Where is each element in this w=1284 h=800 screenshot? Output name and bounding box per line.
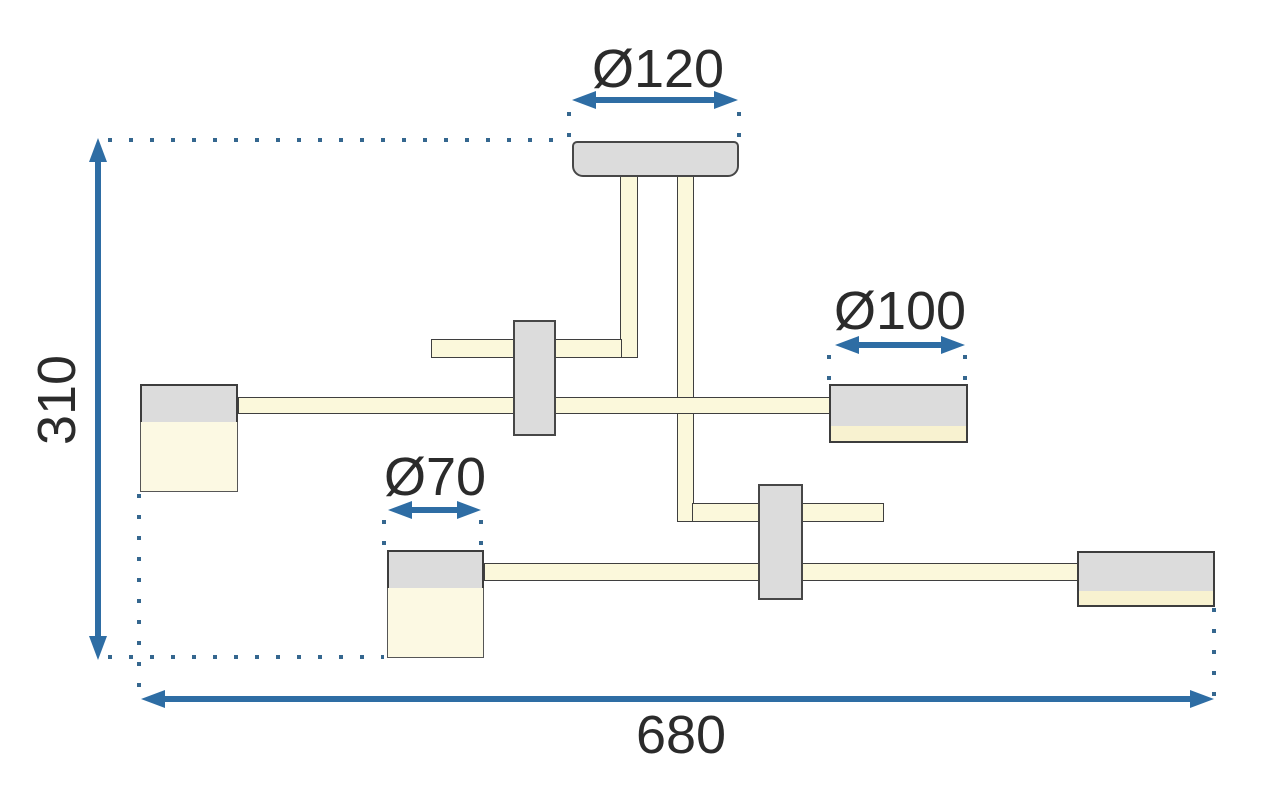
- dim-label-shade100: Ø100: [833, 281, 967, 341]
- dim-arrow-shade100: [835, 336, 965, 354]
- shade-lower-left: [386, 549, 484, 658]
- guide-shade70-right: [479, 520, 483, 552]
- upper-connector-block: [513, 320, 556, 436]
- guide-bottom-horizontal: [108, 655, 384, 659]
- guide-top-horizontal: [108, 138, 570, 142]
- guide-canopy-right: [737, 112, 741, 142]
- dim-arrow-width: [141, 690, 1214, 708]
- dim-arrow-height: [89, 138, 107, 660]
- dim-arrow-canopy: [572, 91, 738, 109]
- shade-upper-left: [139, 383, 238, 492]
- shade-lower-right-glow: [1079, 591, 1213, 605]
- shade-upper-right-glow: [831, 426, 966, 441]
- ceiling-canopy: [572, 141, 739, 177]
- dim-label-height: 310: [27, 354, 87, 446]
- shade-upper-right: [829, 384, 968, 443]
- shade-upper-left-cap: [139, 383, 238, 422]
- dim-label-shade70: Ø70: [383, 447, 487, 507]
- guide-right-vertical: [1212, 608, 1216, 704]
- dim-label-width: 680: [635, 705, 727, 765]
- down-rod-left: [620, 174, 638, 358]
- dim-label-canopy: Ø120: [591, 39, 725, 99]
- dim-arrow-shade70: [388, 501, 481, 519]
- guide-shade100-right: [963, 355, 967, 385]
- down-rod-right: [677, 174, 694, 522]
- shade-lower-right: [1077, 551, 1215, 607]
- guide-left-vertical: [137, 494, 141, 700]
- guide-shade70-left: [382, 520, 386, 552]
- guide-shade100-left: [827, 355, 831, 385]
- lower-connector-block: [758, 484, 803, 600]
- shade-lower-left-cap: [386, 549, 484, 588]
- guide-canopy-left: [567, 112, 571, 142]
